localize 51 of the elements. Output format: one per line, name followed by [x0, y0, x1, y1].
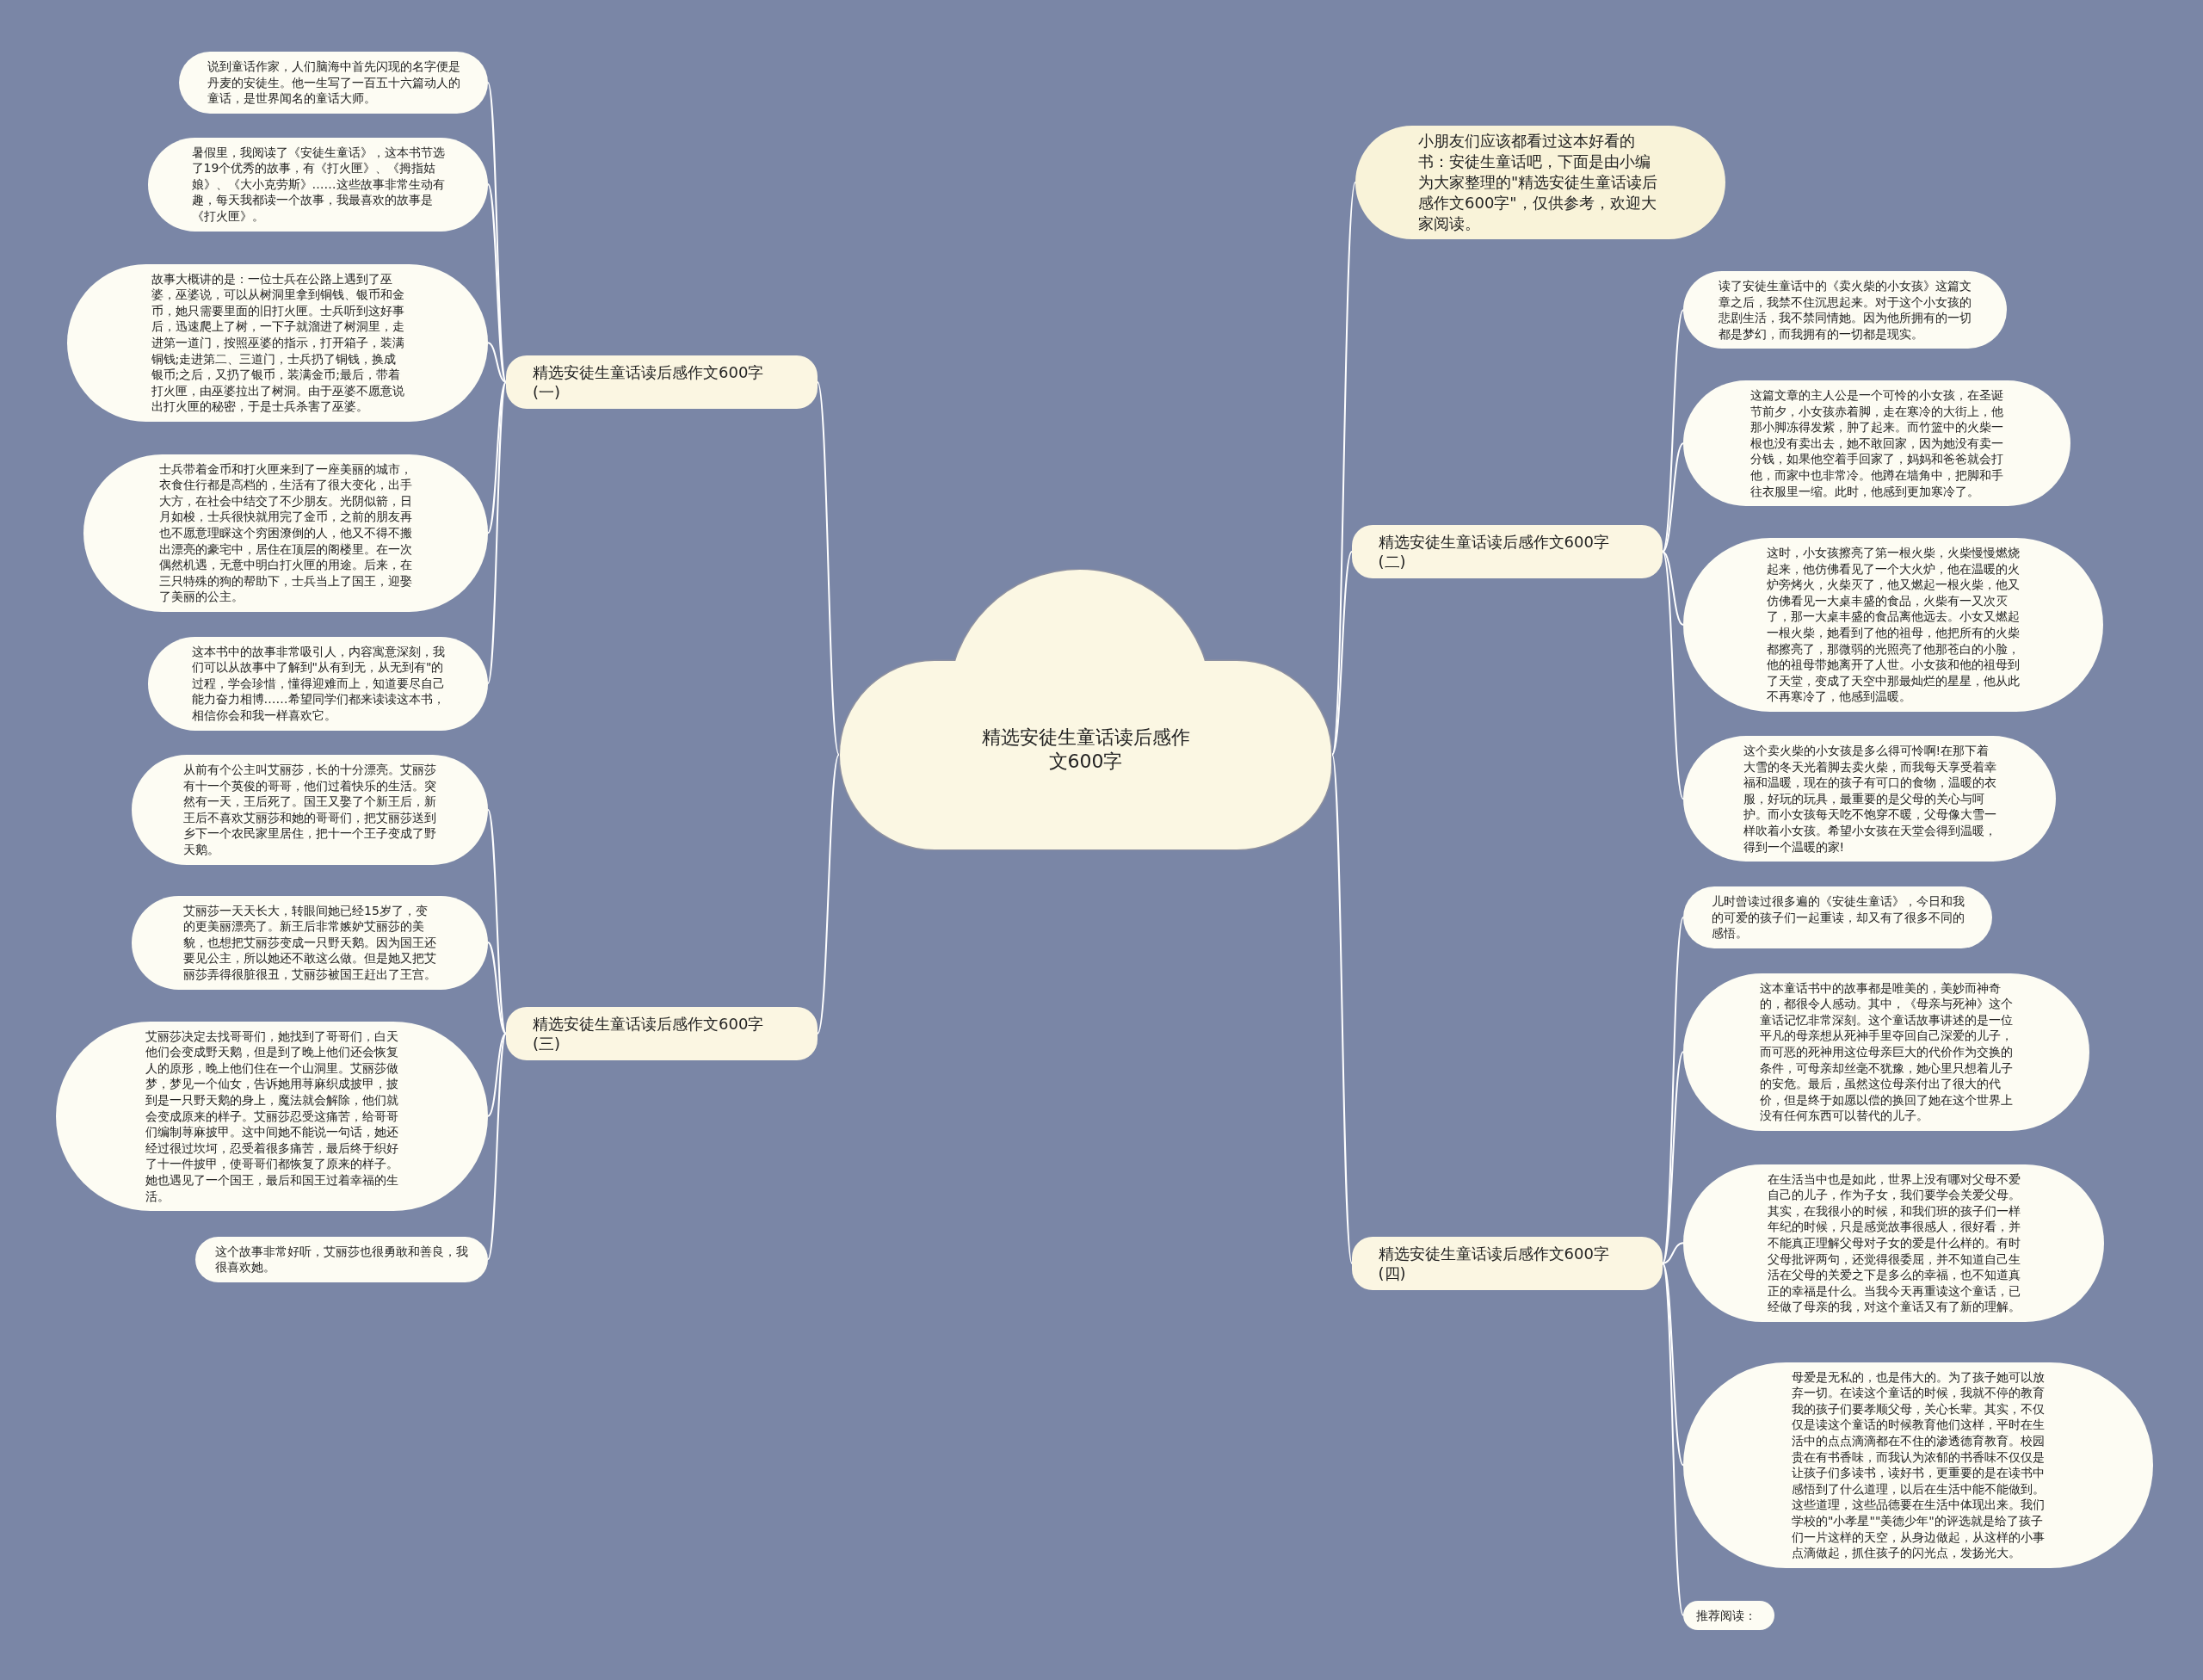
connector-line	[487, 380, 507, 534]
topic-text: 故事大概讲的是：一位士兵在公路上遇到了巫婆，巫婆说，可以从树洞里拿到铜钱、银币和金币，她只需要里面的旧打火匣。士兵听到这好事后，迅速爬上了树，一下子就溜进了树洞里，走进第一道门，按照巫婆的指示，打开箱子，装满铜钱;走进第二、三道门，士兵扔了铜钱，换成银币;之后，又扔了银币，装满金币;最后，带着打火匣，由巫婆拉出了树洞。由于巫婆不愿意说出打火匣的秘密，于是士兵杀害了巫婆。	[151, 270, 404, 415]
connector-line	[817, 753, 840, 1035]
topic-text: 这篇文章的主人公是一个可怜的小女孩，在圣诞节前夕，小女孩赤着脚，走在寒冷的大街上，他那小脚冻得发紫，肿了起来。而竹篮中的火柴一根也没有卖出去，她不敢回家，因为她没有卖一分钱，如果他空着手回家了，妈妈和爸爸就会打他，而家中也非常冷。他蹲在墙角中，把脚和手往衣服里一缩。此时，他感到更加寒冷了。	[1750, 387, 2003, 500]
connector-line	[1662, 1262, 1684, 1467]
topic-bubble	[148, 636, 488, 731]
branch-topic-text: 精选安徒生童话读后感作文600字(二)	[1378, 531, 1610, 572]
topic-text: 士兵带着金币和打火匣来到了一座美丽的城市，衣食住行都是高档的，生活有了很大变化，出手大方，在社会中结交了不少朋友。光阴似箭，日月如梭，士兵很快就用完了金币，之前的朋友再也不愿意理睬这个穷困潦倒的人，他又不得不搬出漂亮的豪宅中，居住在顶层的阁楼里。在一次偶然机遇，无意中明白打火匣的用途。后来，在三只特殊的狗的帮助下，士兵当上了国王，迎娶了美丽的公主。	[159, 460, 412, 605]
topic-text: 说到童话作家，人们脑海中首先闪现的名字便是丹麦的安徒生。他一生写了一百五十六篇动人的童话，是世界闻名的童话大师。	[207, 59, 460, 107]
branch-topic-text: 精选安徒生童话读后感作文600字(一)	[533, 361, 765, 403]
connector-line	[1331, 550, 1353, 756]
topic-text: 从前有个公主叫艾丽莎，长的十分漂亮。艾丽莎有十一个英俊的哥哥，他们过着快乐的生活。突然有一天，王后死了。国王又娶了个新王后，新王后不喜欢艾丽莎和她的哥哥们，把艾丽莎送到乡下一个农民家里居住，把十一个王子变成了野天鹅。	[183, 762, 436, 858]
branch-topic-bubble	[506, 1006, 818, 1061]
topic-text: 艾丽莎决定去找哥哥们，她找到了哥哥们，白天他们会变成野天鹅，但是到了晚上他们还会恢复人的原形，晚上他们住在一个山洞里。艾丽莎做梦，梦见一个仙女，告诉她用荨麻织成披甲，披到是一只野天鹅的身上，魔法就会解除，他们就会变成原来的样子。艾丽莎忍受这痛苦，给哥哥们编制荨麻披甲。这中间她不能说一句话，她还经过很过坎坷，忍受着很多痛苦，最后终于织好了十一件披甲，使哥哥们都恢复了原来的样子。她也遇见了一个国王，最后和国王过着幸福的生活。	[145, 1028, 398, 1205]
topic-bubble	[1683, 1600, 1774, 1631]
branch-topic-text: 精选安徒生童话读后感作文600字(四)	[1378, 1243, 1610, 1284]
connector-line	[487, 183, 507, 383]
topic-text: 这个卖火柴的小女孩是多么得可怜啊!在那下着大雪的冬天光着脚去卖火柴，而我每天享受着幸福和温暖，现在的孩子有可口的食物，温暖的衣服，好玩的玩具，最重要的是父母的关心与呵护。而小女孩每天吃不饱穿不暖，父母像大雪一样吹着小女孩。希望小女孩在天堂会得到温暖，得到一个温暖的家!	[1743, 743, 1996, 855]
connector-line	[817, 380, 840, 756]
branch-topic-bubble	[1352, 524, 1663, 579]
topic-text: 暑假里，我阅读了《安徒生童话》，这本书节选了19个优秀的故事，有《打火匣》、《拇指姑娘》、《大小克劳斯》……这些故事非常生动有趣，每天我都读一个故事，我最喜欢的故事是《打火匣》。	[191, 144, 445, 225]
topic-bubble	[195, 1236, 488, 1282]
branch-topic-bubble	[1352, 1236, 1663, 1291]
central-topic-text: 精选安徒生童话读后感作文600字	[980, 725, 1191, 775]
topic-text: 这本童话书中的故事都是唯美的，美妙而神奇的，都很令人感动。其中，《母亲与死神》这个童话记忆非常深刻。这个童话故事讲述的是一位平凡的母亲想从死神手里夺回自己深爱的儿子，而可恶的死神用这位母亲巨大的代价作为交换的条件，可母亲却丝毫不犹豫，她心里只想着儿子的安危。最后，虽然这位母亲付出了很大的代价，但是终于如愿以偿的换回了她在这个世界上没有任何东西可以替代的儿子。	[1760, 979, 2013, 1124]
topic-text: 儿时曾读过很多遍的《安徒生童话》，今日和我的可爱的孩子们一起重读，却又有了很多不同的感悟。	[1711, 893, 1965, 942]
connector-line	[1331, 753, 1353, 1264]
topic-text: 推荐阅读：	[1696, 1607, 1757, 1624]
connector-line	[1662, 1242, 1684, 1264]
connector-line	[1662, 442, 1684, 553]
branch-topic-bubble	[506, 355, 818, 410]
branch-topic-text: 精选安徒生童话读后感作文600字(三)	[533, 1013, 765, 1054]
intro-text: 小朋友们应该都看过这本好看的书：安徒生童话吧，下面是由小编为大家整理的"精选安徒生童话读后感作文600字"，仅供参考，欢迎大家阅读。	[1418, 131, 1659, 234]
topic-text: 这本书中的故事非常吸引人，内容寓意深刻，我们可以从故事中了解到"从有到无，从无到有"的过程，学会珍惜，懂得迎难而上，知道要尽自己能力奋力相博……希望同学们都来读读这本书，相信你会和我一样喜欢它。	[191, 643, 445, 724]
connector-line	[1662, 1051, 1684, 1264]
connector-line	[1662, 550, 1684, 627]
topic-text: 在生活当中也是如此，世界上没有哪对父母不爱自己的儿子，作为子女，我们要学会关爱父母。其实，在我很小的时候，和我们班的孩子们一样年纪的时候，只是感觉故事很感人，很好看，并不能真正理解父母对子女的爱是什么样的。有时父母批评两句，还觉得很委屈，并不知道自己生活在父母的关爱之下是多么的幸福，也不知道真正的幸福是什么。当我今天再重读这个童话，已经做了母亲的我，对这个童话又有了新的理解。	[1767, 1170, 2021, 1315]
connector-line	[487, 942, 507, 1035]
connector-line	[487, 808, 507, 1035]
connector-line	[487, 342, 507, 383]
topic-bubble	[1683, 886, 1992, 948]
connector-line	[487, 1032, 507, 1117]
connector-line	[1662, 309, 1684, 553]
topic-text: 艾丽莎一天天长大，转眼间她已经15岁了，变的更美丽漂亮了。新王后非常嫉妒艾丽莎的美貌，也想把艾丽莎变成一只野天鹅。因为国王还要见公主，所以她还不敢这么做。但是她又把艾丽莎弄得很脏很丑，艾丽莎被国王赶出了王宫。	[183, 902, 436, 983]
connector-line	[1662, 550, 1684, 800]
connector-line	[1662, 916, 1684, 1264]
topic-bubble	[179, 52, 488, 114]
topic-text: 这时，小女孩擦亮了第一根火柴，火柴慢慢燃烧起来，他仿佛看见了一个大火炉，他在温暖的火炉旁烤火，火柴灭了，他又燃起一根火柴，他又仿佛看见一大桌丰盛的食品，火柴有一又次灭了，那一大桌丰盛的食品离他远去。小女又燃起一根火柴，她看到了他的祖母，他把所有的火柴都擦亮了，那微弱的光照亮了他那苍白的小脸，他的祖母带她离开了人世。小女孩和他的祖母到了天堂，变成了天空中那最灿烂的星星，他从此不再寒冷了，他感到温暖。	[1767, 545, 2020, 706]
topic-text: 读了安徒生童话中的《卖火柴的小女孩》这篇文章之后，我禁不住沉思起来。对于这个小女孩的悲剧生活，我不禁同情她。因为他所拥有的一切都是梦幻，而我拥有的一切都是现实。	[1719, 278, 1972, 343]
topic-text: 母爱是无私的，也是伟大的。为了孩子她可以放弃一切。在读这个童话的时候，我就不停的教育我的孩子们要孝顺父母，关心长辈。其实，不仅仅是读这个童话的时候教育他们这样，平时在生活中的点点滴滴都在不住的渗透德育教育。校园贵在有书香味，而我认为浓郁的书香味不仅仅是让孩子们多读书，读好书，更重要的是在读书中感悟到了什么道理，以后在生活中能不能做到。这些道理，这些品德要在生活中体现出来。我们学校的"小孝星""美德少年"的评选就是给了孩子们一片这样的天空，从身边做起，从这样的小事点滴做起，抓住孩子的闪光点，发扬光大。	[1792, 1368, 2045, 1561]
topic-text: 这个故事非常好听，艾丽莎也很勇敢和善良，我很喜欢她。	[215, 1243, 468, 1275]
